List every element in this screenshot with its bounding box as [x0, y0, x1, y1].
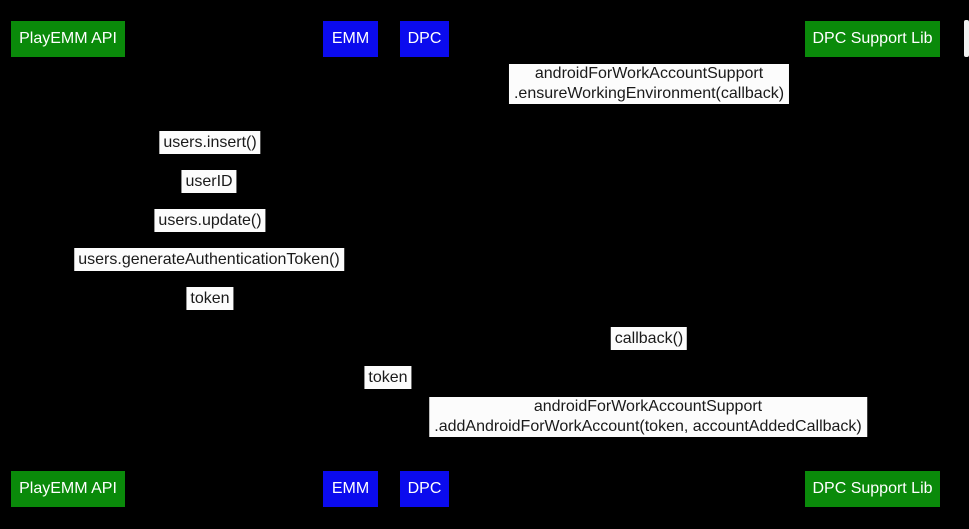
- message-text-line: androidForWorkAccountSupport: [534, 65, 764, 82]
- actor-dpc-bottom: DPC: [400, 471, 449, 507]
- actor-label: DPC Support Lib: [812, 480, 933, 497]
- message-label: users.update(): [154, 209, 266, 232]
- actor-emm-top: EMM: [323, 21, 378, 57]
- message-label: userID: [181, 170, 237, 193]
- message-label: androidForWorkAccountSupport .ensureWorki…: [508, 64, 790, 104]
- message-text-line: androidForWorkAccountSupport: [533, 398, 763, 415]
- actor-label: DPC: [407, 30, 442, 47]
- message-label: token: [186, 287, 234, 310]
- actor-playemm-api-top: PlayEMM API: [11, 21, 125, 57]
- message-label: users.generateAuthenticationToken(): [74, 248, 344, 271]
- message-text-line: users.update(): [158, 212, 262, 229]
- actor-label: EMM: [331, 480, 370, 497]
- message-text-line: token: [190, 290, 230, 307]
- actor-playemm-api-bottom: PlayEMM API: [11, 471, 125, 507]
- message-text-line: users.insert(): [163, 134, 257, 151]
- actor-label: EMM: [331, 30, 370, 47]
- message-label: token: [364, 366, 412, 389]
- message-text-line: .addAndroidForWorkAccount(token, account…: [434, 418, 862, 435]
- actor-dpc-support-lib-top: DPC Support Lib: [805, 21, 940, 57]
- actor-dpc-support-lib-bottom: DPC Support Lib: [805, 471, 940, 507]
- message-label: users.insert(): [159, 131, 261, 154]
- message-text-line: callback(): [614, 330, 684, 347]
- actor-emm-bottom: EMM: [323, 471, 378, 507]
- message-label: callback(): [610, 327, 688, 350]
- actor-label: DPC Support Lib: [812, 30, 933, 47]
- message-text-line: token: [368, 369, 408, 386]
- actor-label: PlayEMM API: [19, 480, 117, 497]
- message-label: androidForWorkAccountSupport .addAndroidF…: [429, 397, 867, 437]
- message-text-line: userID: [185, 173, 233, 190]
- actor-dpc-top: DPC: [400, 21, 449, 57]
- message-text-line: .ensureWorkingEnvironment(callback): [513, 85, 785, 102]
- message-text-line: users.generateAuthenticationToken(): [78, 251, 340, 268]
- actor-label: DPC: [407, 480, 442, 497]
- actor-label: PlayEMM API: [19, 30, 117, 47]
- vertical-scrollbar-thumb[interactable]: [964, 20, 969, 57]
